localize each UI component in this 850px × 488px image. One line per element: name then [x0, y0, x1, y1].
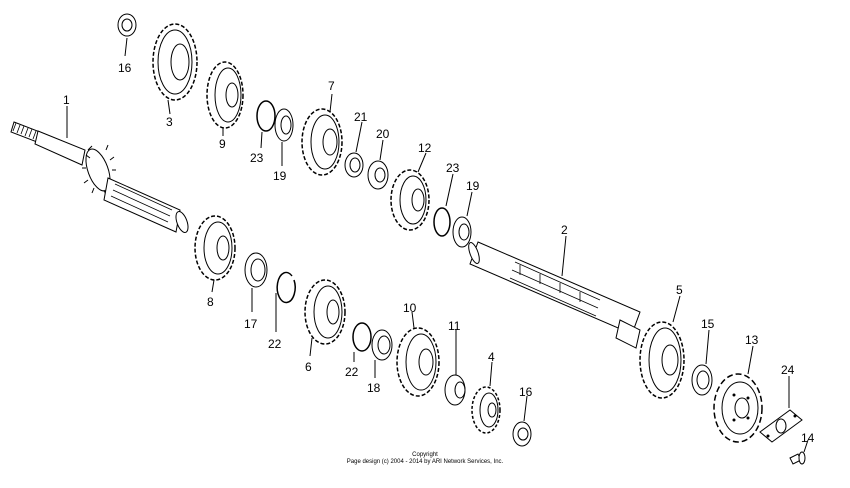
label-part-10: 10: [403, 301, 417, 315]
label-part-8: 8: [207, 295, 214, 309]
label-part-7: 7: [328, 79, 335, 93]
label-part-22b: 22: [345, 365, 359, 379]
washer-18: [371, 329, 393, 361]
circlip-23a: [256, 100, 276, 132]
circlip-22a: [276, 271, 296, 304]
washer-19a: [274, 108, 294, 142]
label-part-23a: 23: [250, 151, 264, 165]
gear-9: [206, 61, 244, 129]
copyright-line-2: Page design (c) 2004 - 2014 by ARI Netwo…: [346, 459, 504, 465]
main-shaft: [10, 121, 189, 233]
washer-15: [691, 364, 713, 396]
leader-lines: [66, 37, 809, 453]
gear-8: [194, 215, 236, 281]
gear-4: [471, 386, 501, 434]
circlip-23b: [433, 207, 451, 237]
label-part-13: 13: [745, 333, 759, 347]
label-part-21: 21: [354, 110, 368, 124]
label-part-24: 24: [781, 363, 795, 377]
label-part-9: 9: [219, 137, 226, 151]
gear-5: [639, 321, 685, 399]
label-part-16a: 16: [118, 61, 132, 75]
part-labels: 16 3 9 23 19 7 21 20 12 23 19 1 8 17 22 …: [63, 61, 815, 445]
washer-16a: [117, 13, 137, 37]
label-part-3: 3: [166, 115, 173, 129]
gear-12: [390, 169, 430, 231]
label-part-11: 11: [448, 319, 461, 333]
circlip-22b: [352, 322, 372, 352]
bushing-11: [444, 374, 466, 406]
gear-7: [301, 108, 343, 176]
label-part-18: 18: [367, 381, 381, 395]
label-part-19a: 19: [273, 169, 287, 183]
label-part-2: 2: [561, 223, 568, 237]
washer-16b: [512, 421, 532, 447]
washer-21: [344, 152, 364, 178]
label-part-5: 5: [676, 283, 683, 297]
sprocket-13: [713, 373, 763, 443]
gear-10: [396, 327, 440, 397]
label-part-6: 6: [305, 360, 312, 374]
label-part-22a: 22: [268, 337, 282, 351]
label-part-14: 14: [801, 431, 815, 445]
label-part-12: 12: [418, 141, 432, 155]
counter-shaft: [468, 241, 641, 349]
copyright-line-1: Copyright: [412, 452, 438, 458]
label-part-17: 17: [244, 317, 258, 331]
label-part-1: 1: [63, 93, 70, 107]
label-part-20: 20: [376, 127, 390, 141]
fixing-plate-24: [759, 409, 803, 443]
copyright-notice: Copyright Page design (c) 2004 - 2014 by…: [0, 452, 850, 466]
washer-19b: [452, 216, 472, 248]
bushing-20: [367, 160, 389, 190]
label-part-4: 4: [488, 350, 495, 364]
gear-6: [304, 279, 346, 345]
label-part-15: 15: [701, 317, 715, 331]
gear-3: [152, 23, 198, 101]
bolt-14: [789, 451, 806, 465]
label-part-19b: 19: [466, 179, 480, 193]
washer-17: [244, 252, 268, 288]
label-part-16b: 16: [519, 385, 533, 399]
label-part-23b: 23: [446, 161, 460, 175]
